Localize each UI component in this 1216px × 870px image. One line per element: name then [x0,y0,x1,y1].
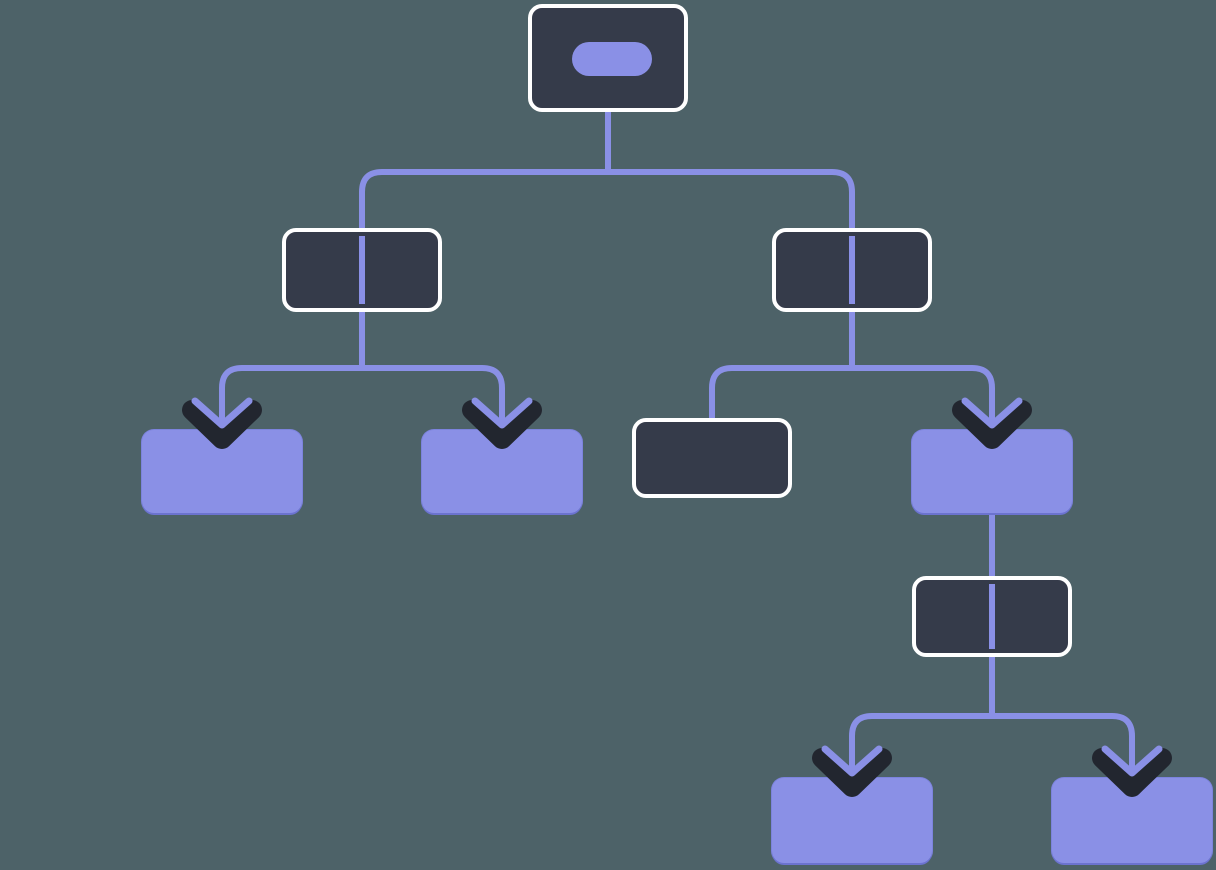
level3-dark-node-through-line [989,584,995,649]
level2-leaf-a[interactable] [142,430,302,513]
level4-leaf-a[interactable] [772,778,932,863]
root-pill-badge [572,42,652,76]
level2-leaf-b[interactable] [422,430,582,513]
level2-leaf-d[interactable] [912,430,1072,513]
level1-right-node-through-line [849,236,855,304]
root-node[interactable] [528,4,688,112]
level4-leaf-b[interactable] [1052,778,1212,863]
level1-left-node-through-line [359,236,365,304]
level2-dark-node[interactable] [632,418,792,498]
